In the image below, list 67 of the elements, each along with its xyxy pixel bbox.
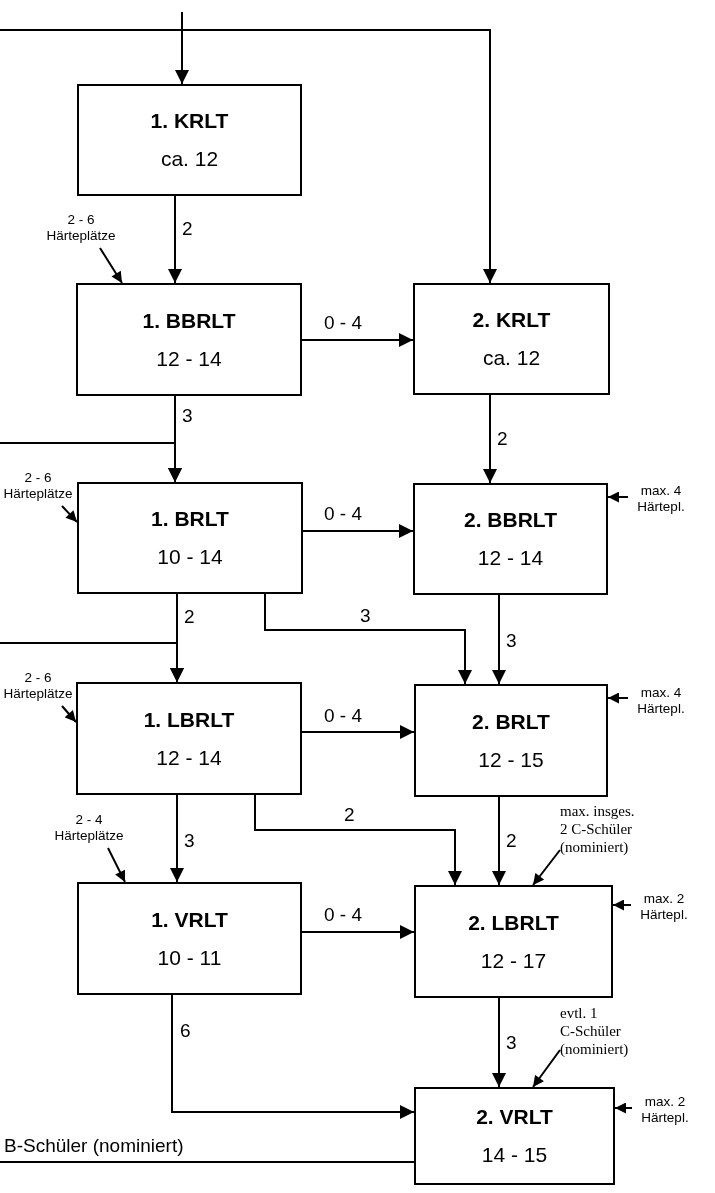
leader-arrow xyxy=(612,899,632,911)
process-box xyxy=(77,482,303,594)
annotation-text: 2 - 4 Härteplätze xyxy=(48,812,130,844)
box-value: ca. 12 xyxy=(482,346,541,370)
box-value: 12 - 14 xyxy=(156,346,222,371)
leader-arrow xyxy=(532,849,561,886)
leader-arrow xyxy=(532,1049,561,1088)
leader-arrow xyxy=(607,692,629,704)
box-value: 12 - 14 xyxy=(477,546,544,570)
arrow xyxy=(0,29,497,284)
leader-arrow xyxy=(607,491,629,503)
arrow xyxy=(301,725,415,739)
box-title: 1. LBRLT xyxy=(143,707,235,732)
box-title: 2. BBRLT xyxy=(464,508,557,532)
arrow xyxy=(170,794,184,883)
arrow xyxy=(492,796,506,886)
arrow xyxy=(0,442,182,483)
leader-arrow xyxy=(61,505,78,523)
arrow xyxy=(492,594,506,685)
box-title: 1. BRLT xyxy=(151,507,229,531)
box-value: 12 - 14 xyxy=(156,745,222,770)
box-title: 2. KRLT xyxy=(472,308,551,332)
arrow xyxy=(168,195,182,284)
process-box xyxy=(414,885,613,998)
annotation-text: max. 2 Härtepl. xyxy=(632,1094,698,1126)
process-box xyxy=(76,682,302,795)
arrow xyxy=(483,394,497,484)
annotation-text: 2 - 6 Härteplätze xyxy=(0,470,76,502)
process-box xyxy=(77,84,302,196)
leader-arrow xyxy=(614,1102,633,1114)
box-value: 12 - 15 xyxy=(478,747,544,772)
annotation-text: max. 4 Härtepl. xyxy=(628,685,694,717)
box-value: 10 - 11 xyxy=(157,945,222,970)
box-value: 10 - 14 xyxy=(157,545,223,569)
arrow xyxy=(264,593,472,685)
box-title: 2. BRLT xyxy=(472,709,550,734)
box-title: 1. BBRLT xyxy=(142,308,236,333)
process-box xyxy=(413,483,608,595)
process-box xyxy=(414,1087,615,1185)
annotation-text: max. insges. 2 C-Schüler (nominiert) xyxy=(560,802,644,856)
box-value: 14 - 15 xyxy=(481,1143,548,1167)
box-value: 12 - 17 xyxy=(480,948,547,973)
box-title: 2. LBRLT xyxy=(468,910,559,935)
leader-arrow xyxy=(61,705,77,723)
annotation-text: max. 4 Härtepl. xyxy=(628,483,694,515)
process-box xyxy=(413,283,610,395)
annotation-text: evtl. 1 C-Schüler (nominiert) xyxy=(560,1004,644,1058)
arrow xyxy=(0,642,184,683)
annotation-text: max. 2 Härtepl. xyxy=(631,891,697,923)
annotation-text: 2 - 6 Härteplätze xyxy=(40,212,122,244)
process-box xyxy=(76,283,302,396)
arrow xyxy=(301,925,415,939)
arrow xyxy=(492,997,506,1088)
arrow xyxy=(254,794,462,886)
box-title: 2. VRLT xyxy=(476,1105,553,1129)
leader-arrow xyxy=(99,247,123,284)
arrow xyxy=(171,994,415,1119)
process-box xyxy=(77,882,302,995)
annotation-text: 2 - 6 Härteplätze xyxy=(0,670,76,702)
box-title: 1. KRLT xyxy=(150,109,229,133)
box-title: 1. VRLT xyxy=(151,907,228,932)
arrow xyxy=(302,524,414,538)
leader-arrow xyxy=(107,847,126,883)
process-box xyxy=(414,684,608,797)
arrow xyxy=(301,333,414,347)
box-value: ca. 12 xyxy=(160,147,219,171)
arrow xyxy=(175,11,189,85)
